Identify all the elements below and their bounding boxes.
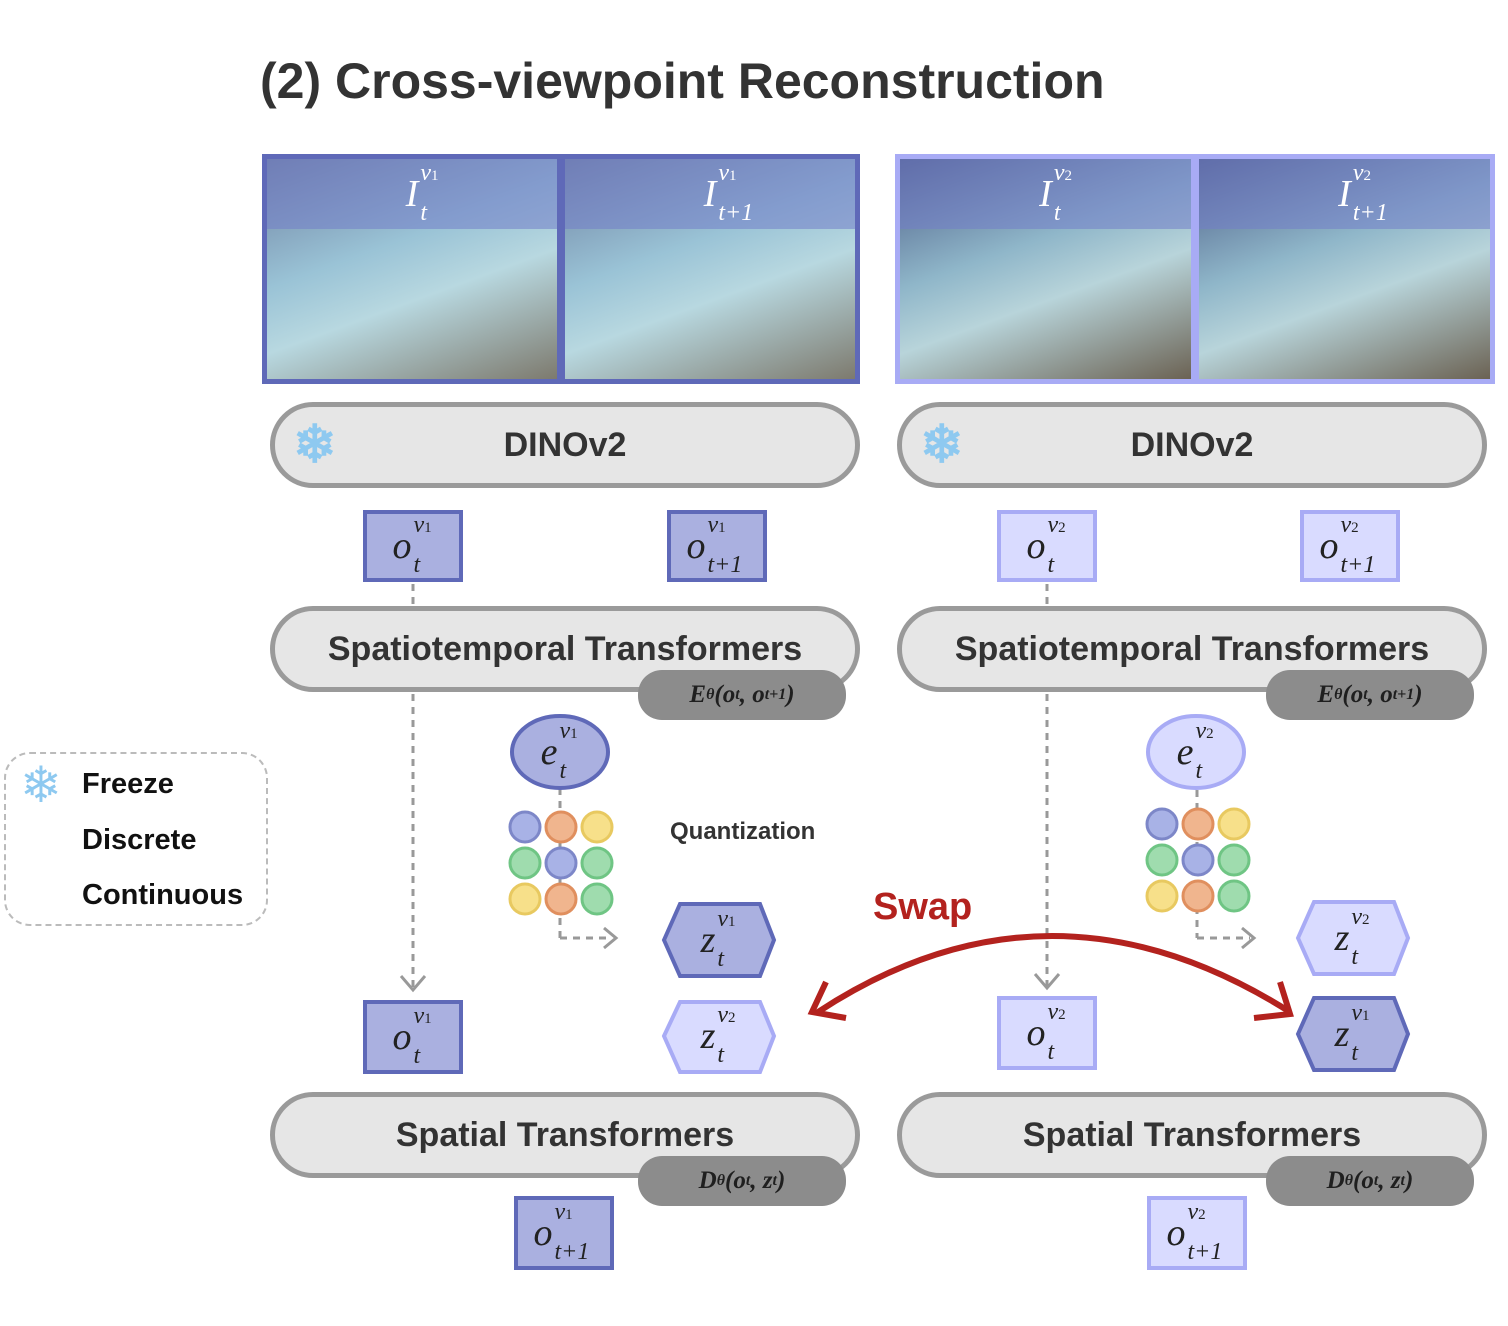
codebook-entry bbox=[580, 882, 614, 916]
codebook-entry bbox=[1217, 843, 1251, 877]
codebook-entry bbox=[544, 882, 578, 916]
codebook-entry bbox=[544, 846, 578, 880]
left-dino-block: ❄ DINOv2 bbox=[270, 402, 860, 488]
swap-arrowhead-left bbox=[807, 980, 847, 1021]
right-spatial-block: Spatial Transformers bbox=[897, 1092, 1487, 1178]
codebook-entry bbox=[508, 882, 542, 916]
codebook-entry bbox=[508, 846, 542, 880]
right-dino-block: ❄ DINOv2 bbox=[897, 402, 1487, 488]
left-spatiotemporal-label: Spatiotemporal Transformers bbox=[327, 629, 803, 668]
left-skip-arrowhead bbox=[399, 975, 427, 993]
left-quant-arrowhead bbox=[603, 926, 619, 950]
right-codebook bbox=[1145, 807, 1251, 913]
codebook-entry bbox=[580, 810, 614, 844]
right-dino-label: DINOv2 bbox=[1130, 425, 1254, 464]
left-spatial-label: Spatial Transformers bbox=[395, 1115, 735, 1154]
codebook-entry bbox=[1145, 807, 1179, 841]
left-codebook bbox=[508, 810, 614, 916]
swap-label: Swap bbox=[873, 886, 973, 928]
snowflake-icon: ❄ bbox=[293, 416, 337, 474]
swap-arrowhead-right bbox=[1253, 981, 1294, 1021]
snowflake-icon: ❄ bbox=[20, 757, 62, 813]
codebook-entry bbox=[1145, 843, 1179, 877]
codebook-entry bbox=[580, 846, 614, 880]
left-dino-label: DINOv2 bbox=[503, 425, 627, 464]
codebook-entry bbox=[1145, 879, 1179, 913]
codebook-entry bbox=[1181, 843, 1215, 877]
right-skip-arrowhead bbox=[1033, 973, 1061, 991]
legend-continuous-label: Continuous bbox=[82, 879, 244, 911]
right-quant-arrowhead bbox=[1241, 926, 1257, 950]
codebook-entry bbox=[1217, 807, 1251, 841]
quantization-label: Quantization bbox=[670, 818, 816, 845]
right-spatiotemporal-label: Spatiotemporal Transformers bbox=[954, 629, 1430, 668]
codebook-entry bbox=[1217, 879, 1251, 913]
snowflake-icon: ❄ bbox=[920, 416, 964, 474]
legend bbox=[4, 752, 268, 926]
right-spatial-label: Spatial Transformers bbox=[1022, 1115, 1362, 1154]
diagram-title: (2) Cross-viewpoint Reconstruction bbox=[260, 53, 1105, 109]
codebook-entry bbox=[1181, 807, 1215, 841]
legend-freeze-label: Freeze bbox=[82, 768, 174, 800]
legend-discrete-label: Discrete bbox=[82, 824, 197, 856]
codebook-entry bbox=[1181, 879, 1215, 913]
codebook-entry bbox=[544, 810, 578, 844]
codebook-entry bbox=[508, 810, 542, 844]
